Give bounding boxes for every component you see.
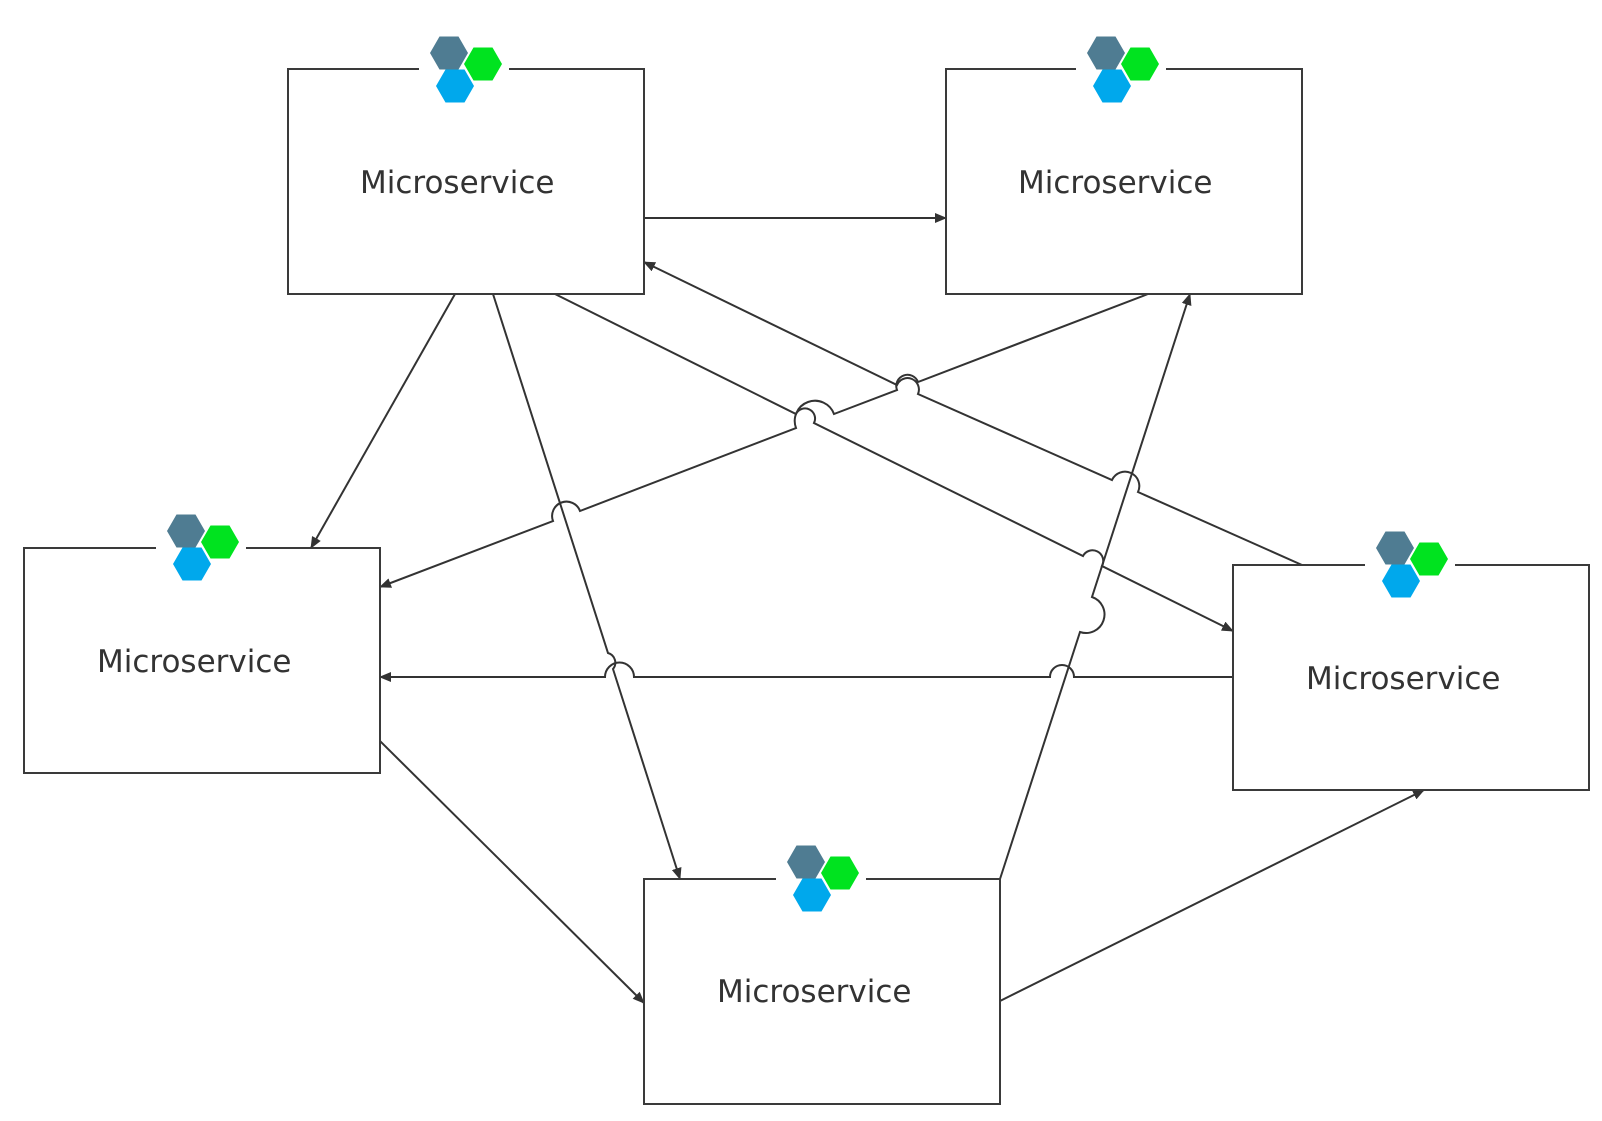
hexagon-green <box>821 856 859 890</box>
hexagon-green <box>464 47 502 81</box>
microservice-hexagon-cluster-icon <box>787 845 859 912</box>
microservice-node-e[interactable]: Microservice <box>643 845 1001 1105</box>
microservice-node-c[interactable]: Microservice <box>23 514 381 774</box>
microservice-box[interactable] <box>23 547 381 774</box>
microservice-box[interactable] <box>945 68 1303 295</box>
connection-arrow-b-to-c <box>379 293 1149 588</box>
connection-arrow-a-to-d <box>554 293 1234 632</box>
microservice-hexagon-cluster-icon <box>1087 36 1159 103</box>
connection-arrow-a-to-e <box>492 293 682 880</box>
hexagon-green <box>201 525 239 559</box>
icon-border-gap <box>419 66 509 72</box>
microservice-box[interactable] <box>1232 564 1590 791</box>
microservice-label: Microservice <box>1018 165 1212 201</box>
hexagon-blue <box>1093 69 1131 103</box>
icon-border-gap <box>1076 66 1166 72</box>
microservice-label: Microservice <box>360 165 554 201</box>
hexagon-blue <box>173 547 211 581</box>
hexagon-green <box>1121 47 1159 81</box>
hexagon-slate <box>430 36 468 70</box>
hexagon-slate <box>167 514 205 548</box>
hexagon-slate <box>787 845 825 879</box>
microservice-node-b[interactable]: Microservice <box>945 36 1303 295</box>
connection-arrow-d-to-c <box>379 661 1233 682</box>
microservice-node-a[interactable]: Microservice <box>287 36 645 295</box>
connection-arrow-c-to-e <box>379 740 645 1004</box>
connection-arrow-d-to-a <box>643 261 1303 566</box>
connection-arrow-e-to-b <box>999 293 1192 880</box>
microservice-box[interactable] <box>643 878 1001 1105</box>
hexagon-blue <box>1382 564 1420 598</box>
connection-arrow-e-to-d <box>999 789 1425 1002</box>
connection-arrow-a-to-c <box>310 293 456 549</box>
microservice-hexagon-cluster-icon <box>1376 531 1448 598</box>
hexagon-green <box>1410 542 1448 576</box>
hexagon-blue <box>793 878 831 912</box>
microservice-hexagon-cluster-icon <box>167 514 239 581</box>
microservice-label: Microservice <box>717 974 911 1010</box>
microservice-hexagon-cluster-icon <box>430 36 502 103</box>
hexagon-slate <box>1087 36 1125 70</box>
microservice-label: Microservice <box>1306 661 1500 697</box>
microservice-node-d[interactable]: Microservice <box>1232 531 1590 791</box>
hexagon-slate <box>1376 531 1414 565</box>
microservice-label: Microservice <box>97 644 291 680</box>
connections-layer <box>310 213 1425 1004</box>
hexagon-blue <box>436 69 474 103</box>
